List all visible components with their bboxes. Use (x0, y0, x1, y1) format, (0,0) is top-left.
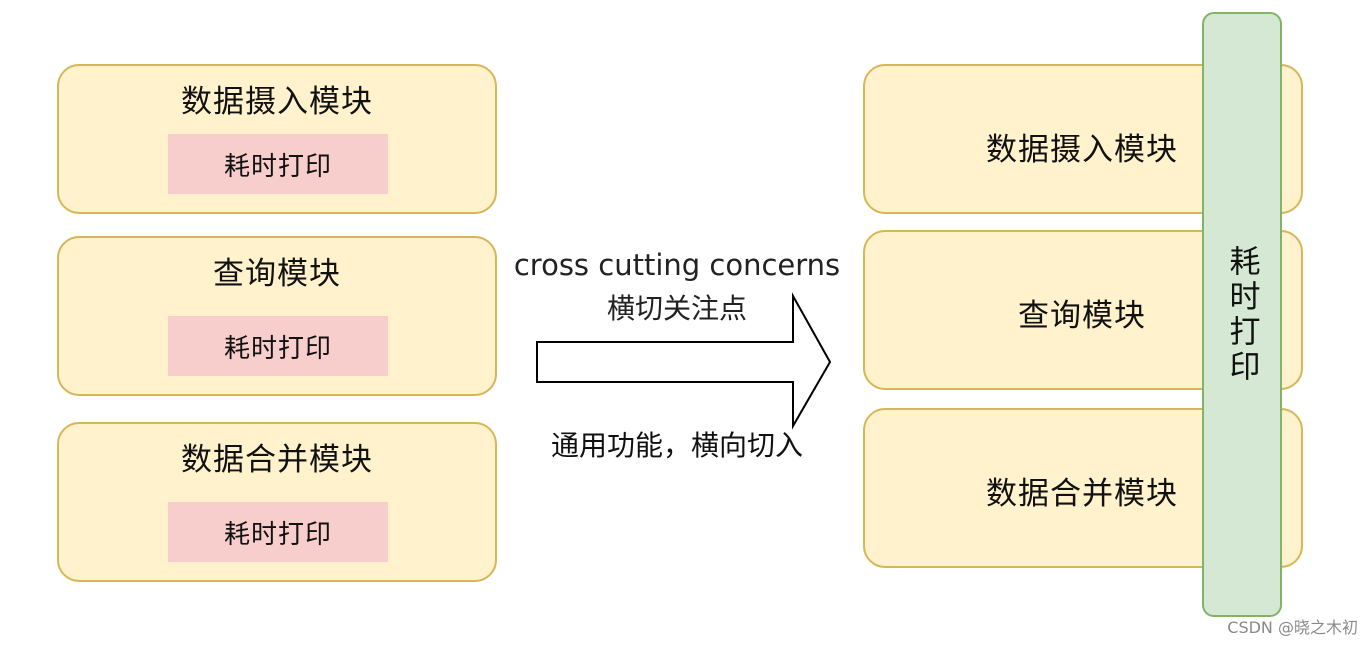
arrow-label-english: cross cutting concerns (513, 248, 841, 282)
left-module-query: 查询模块 耗时打印 (57, 236, 497, 396)
module-title: 数据合并模块 (181, 442, 373, 478)
watermark: CSDN @晓之木初 (1227, 618, 1358, 637)
right-arrow-icon (536, 292, 832, 430)
module-title: 数据摄入模块 (181, 84, 373, 120)
cross-cutting-timing-bar: 耗时打印 (1202, 12, 1282, 617)
arrow-label-chinese: 横切关注点 (606, 292, 747, 325)
arrow-label-bottom: 通用功能，横向切入 (550, 429, 803, 462)
arrow-shape (536, 292, 832, 430)
left-module-ingest: 数据摄入模块 耗时打印 (57, 64, 497, 214)
timing-print-box: 耗时打印 (168, 502, 388, 562)
timing-bar-label: 耗时打印 (1223, 244, 1260, 385)
timing-print-box: 耗时打印 (168, 134, 388, 194)
right-module-title-merge: 数据合并模块 (986, 476, 1178, 512)
timing-print-box: 耗时打印 (168, 316, 388, 376)
right-module-title-ingest: 数据摄入模块 (986, 132, 1178, 168)
left-module-merge: 数据合并模块 耗时打印 (57, 422, 497, 582)
right-module-title-query: 查询模块 (1018, 298, 1146, 334)
module-title: 查询模块 (213, 256, 341, 292)
